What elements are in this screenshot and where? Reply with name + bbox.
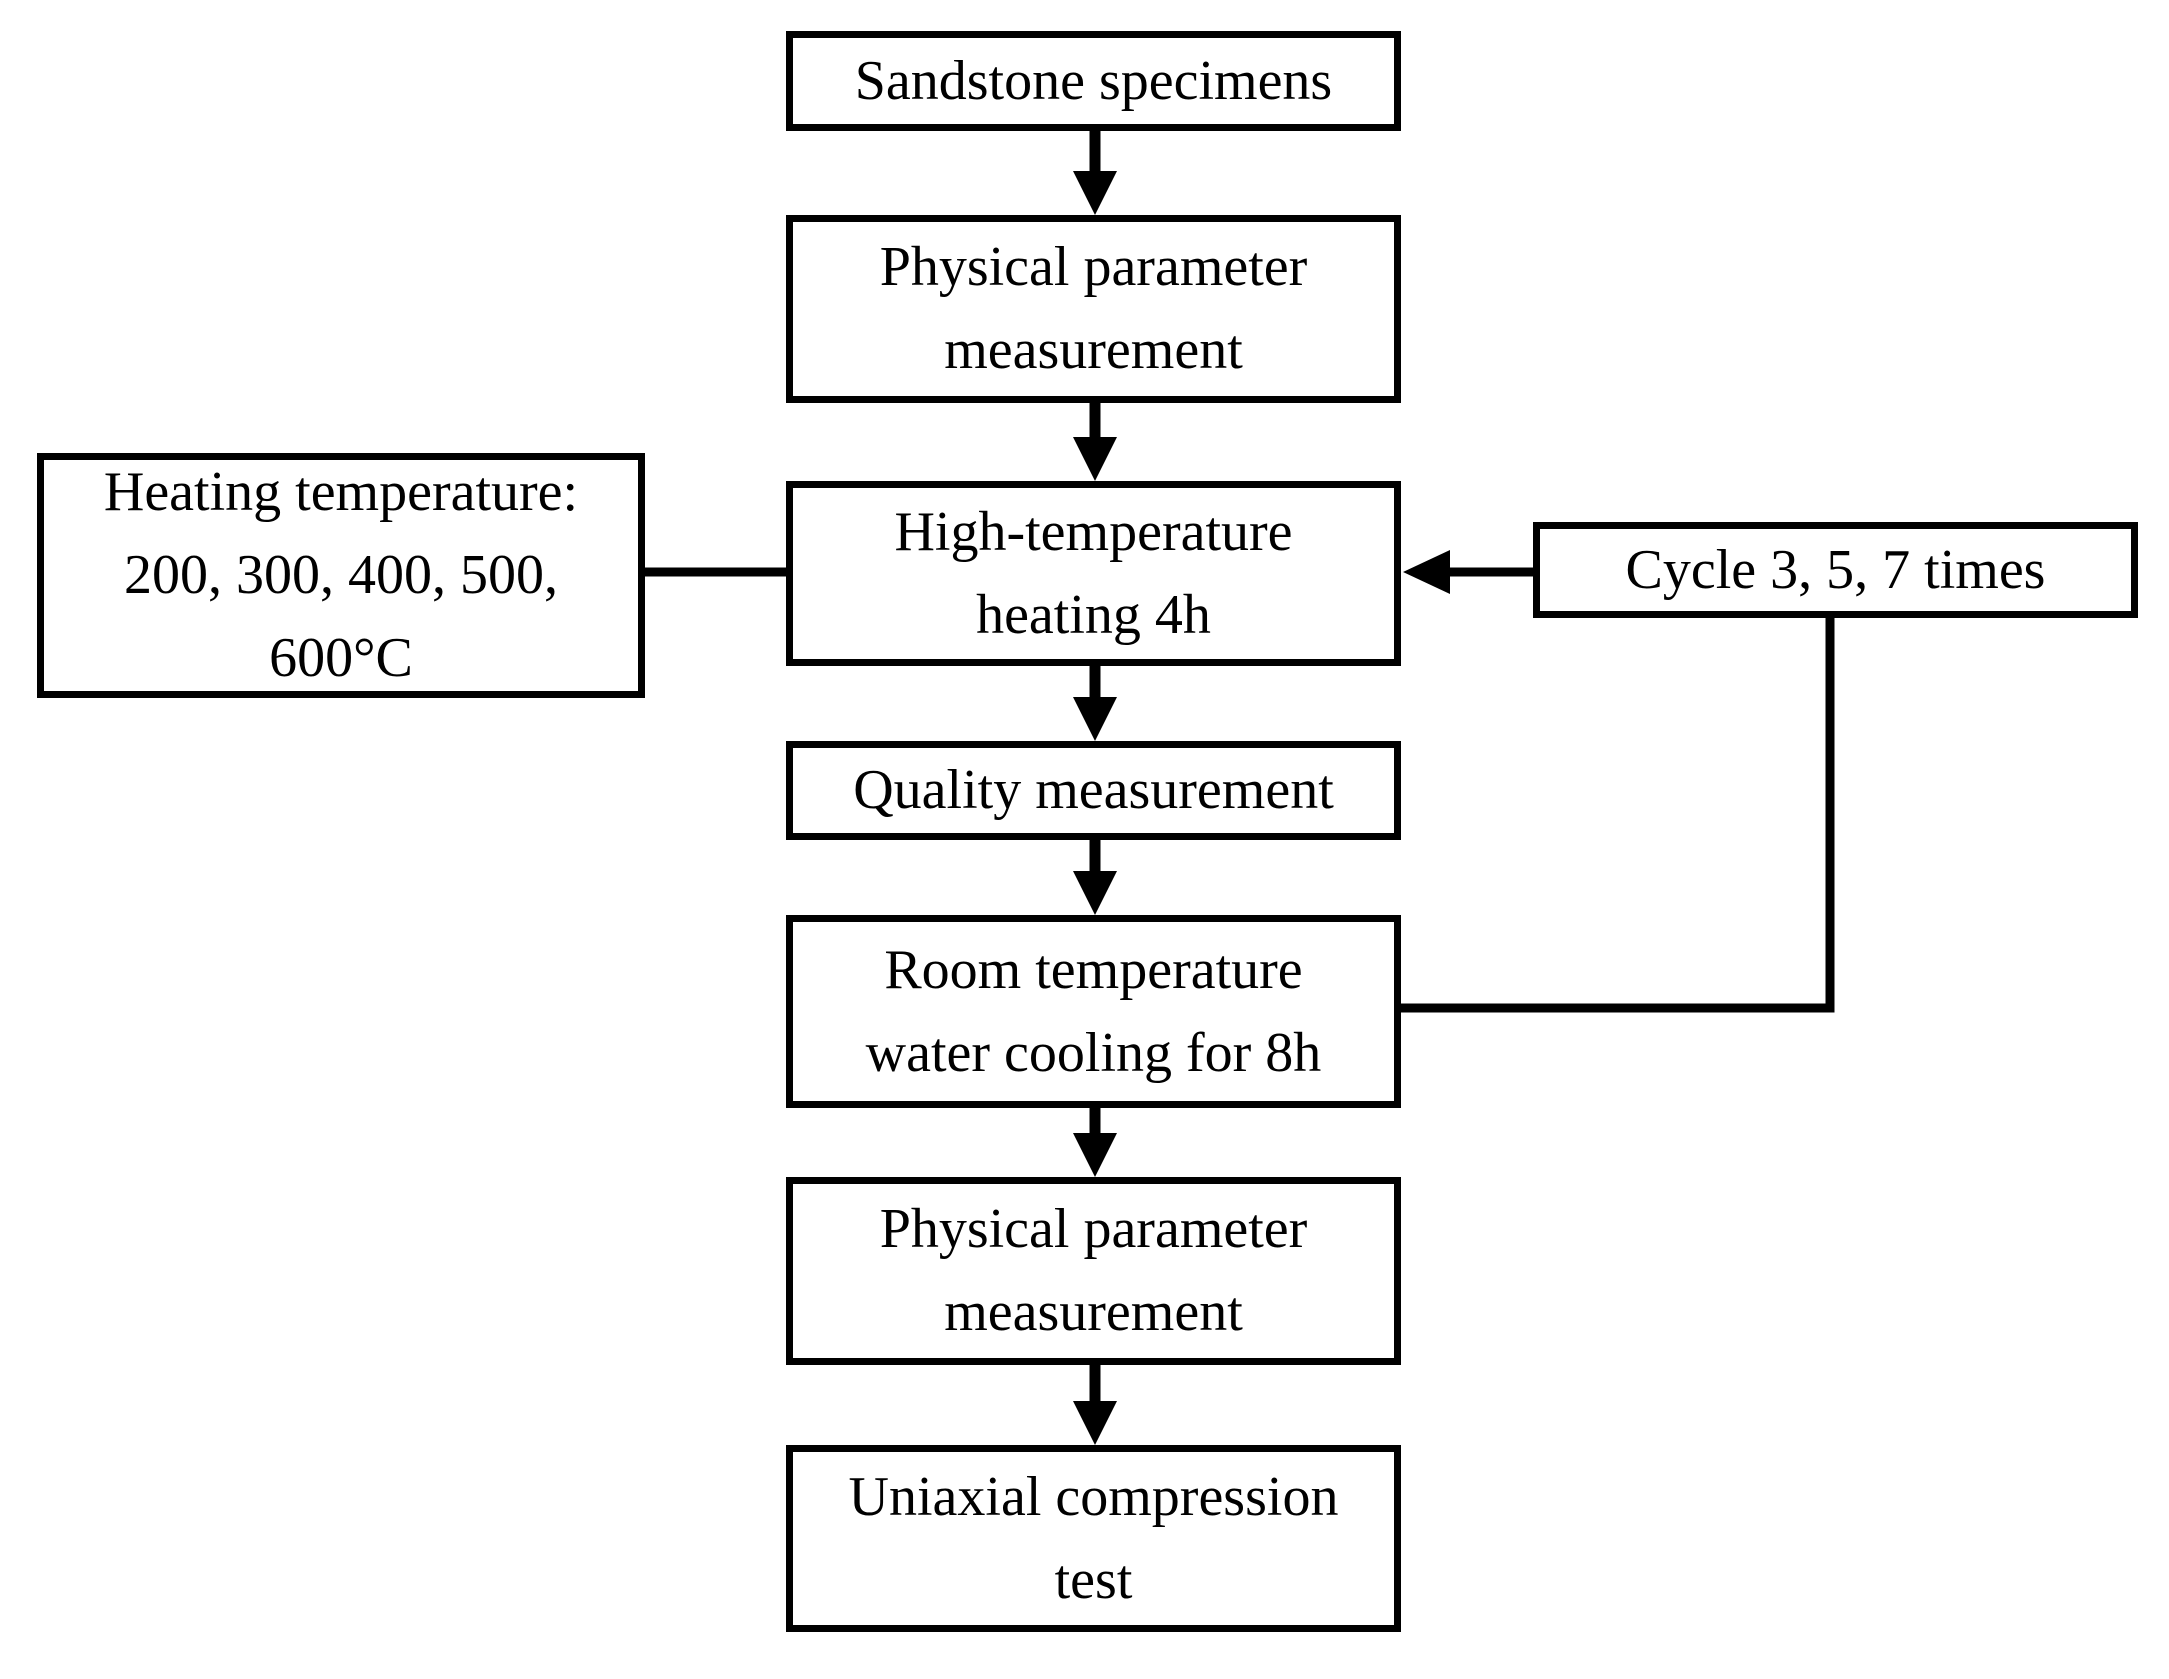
- arrow-heating-to-quality: [1073, 664, 1117, 741]
- node-quality-measurement: Quality measurement: [786, 741, 1401, 840]
- node-physical-parameter-measurement-before: Physical parameter measurement: [786, 215, 1401, 403]
- node-quality-measurement-label: Quality measurement: [853, 759, 1334, 822]
- arrow-physical-to-uniaxial: [1073, 1363, 1117, 1445]
- node-sandstone-specimens-label: Sandstone specimens: [854, 49, 1333, 112]
- node-room-temperature-water-cooling: Room temperature water cooling for 8h: [786, 915, 1401, 1108]
- node-uniaxial-compression-test-label: Uniaxial compression test: [848, 1465, 1339, 1611]
- node-cycle-times-label: Cycle 3, 5, 7 times: [1625, 538, 2046, 601]
- node-cycle-times: Cycle 3, 5, 7 times: [1533, 522, 2138, 618]
- node-heating-temperature-label: Heating temperature: 200, 300, 400, 500,…: [103, 461, 579, 689]
- node-sandstone-specimens: Sandstone specimens: [786, 31, 1401, 131]
- arrow-quality-to-cooling: [1073, 838, 1117, 915]
- arrow-cooling-to-physical: [1073, 1106, 1117, 1177]
- node-physical-parameter-measurement-before-label: Physical parameter measurement: [879, 236, 1308, 381]
- line-cooling-to-cycle-loop: [1399, 616, 1835, 1013]
- node-high-temperature-heating: High-temperature heating 4h: [786, 481, 1401, 666]
- arrow-sandstone-to-physical: [1073, 126, 1117, 215]
- node-high-temperature-heating-label: High-temperature heating 4h: [894, 500, 1293, 646]
- node-room-temperature-water-cooling-label: Room temperature water cooling for 8h: [865, 938, 1322, 1084]
- node-physical-parameter-measurement-after-label: Physical parameter measurement: [879, 1198, 1308, 1343]
- arrow-physical-to-heating: [1073, 400, 1117, 481]
- arrow-cycle-to-heating: [1403, 550, 1536, 594]
- node-uniaxial-compression-test: Uniaxial compression test: [786, 1445, 1401, 1632]
- node-heating-temperature: Heating temperature: 200, 300, 400, 500,…: [37, 453, 645, 698]
- node-physical-parameter-measurement-after: Physical parameter measurement: [786, 1177, 1401, 1365]
